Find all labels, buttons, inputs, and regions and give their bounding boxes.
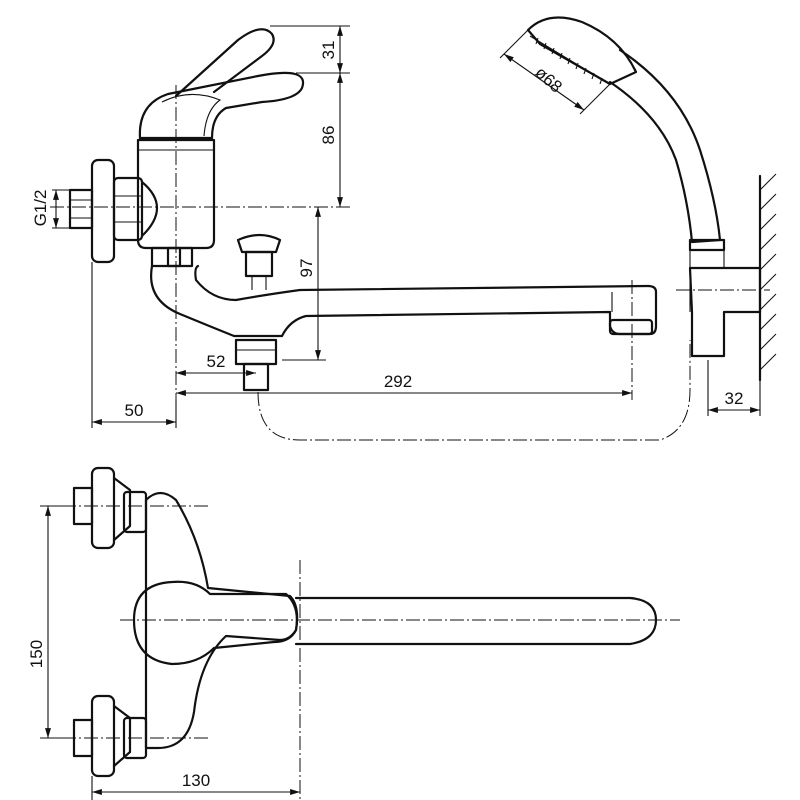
- wall-flange: [68, 158, 158, 264]
- diverter-knob: [236, 233, 282, 290]
- side-view: 31 86 97 G1/2 52 292: [31, 25, 691, 441]
- lower-flange: [72, 694, 148, 778]
- dim-text-50: 50: [125, 401, 144, 420]
- top-lever: [132, 580, 298, 666]
- dim-text-32: 32: [725, 389, 744, 408]
- shower-outlet: [234, 338, 278, 392]
- dimension-32: 32: [707, 360, 761, 416]
- mixer-body: [136, 138, 216, 268]
- dimension-diameter-68: ø68: [499, 29, 611, 115]
- dimension-150: 150: [27, 505, 76, 739]
- dim-text-130: 130: [182, 771, 210, 790]
- dim-text-150: 150: [27, 640, 46, 668]
- hose-path: [257, 340, 691, 441]
- dimension-130: 130: [91, 771, 300, 800]
- dim-text-31: 31: [319, 41, 338, 60]
- shower-head: [526, 16, 638, 86]
- upper-flange: [72, 466, 148, 550]
- dimension-97: 97: [282, 207, 326, 361]
- dim-text-86: 86: [319, 126, 338, 145]
- dimension-86: 86: [319, 73, 343, 207]
- lever-handle: [138, 28, 305, 140]
- top-spout: [294, 596, 658, 646]
- dim-text-52: 52: [207, 352, 226, 371]
- dim-text-g1-2: G1/2: [31, 190, 50, 227]
- dimension-g1-2: G1/2: [31, 189, 72, 229]
- dim-text-97: 97: [297, 259, 316, 278]
- dimension-292: 292: [176, 372, 632, 396]
- top-view: 150 130: [27, 466, 680, 800]
- dim-text-68: ø68: [531, 63, 565, 97]
- dim-text-292: 292: [384, 372, 412, 391]
- wall-hatch: [758, 173, 777, 382]
- dimension-31: 31: [270, 25, 350, 74]
- spout: [150, 264, 658, 338]
- dimension-52: 52: [176, 352, 256, 376]
- hand-shower: ø68 32: [499, 16, 777, 416]
- dimension-50: 50: [91, 262, 177, 428]
- shower-handle: [608, 48, 722, 244]
